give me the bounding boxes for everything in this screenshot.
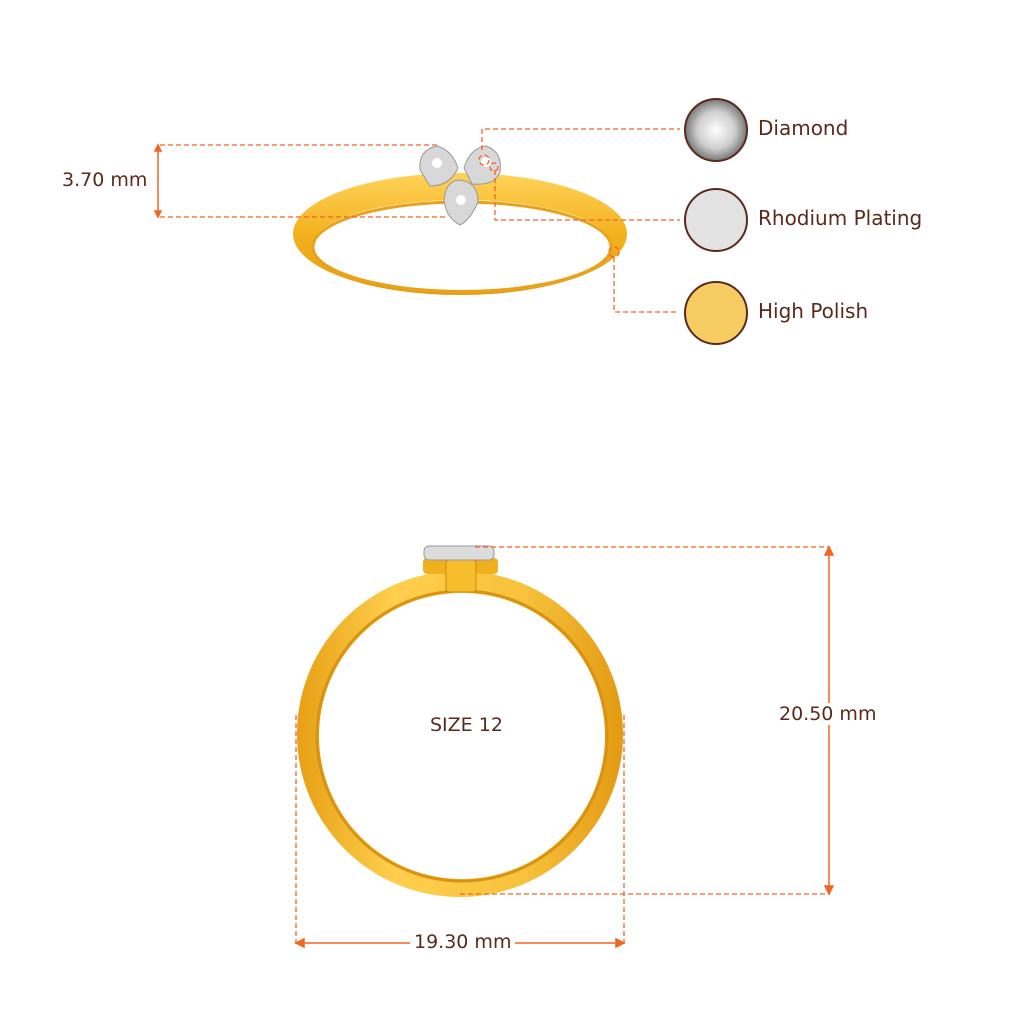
leader-lines [160,128,830,945]
dimension-width-label: 19.30 mm [410,931,516,953]
dimension-height-label: 3.70 mm [62,169,148,191]
legend-label-rhodium: Rhodium Plating [758,206,923,230]
clover-diamond-setting [419,145,501,226]
rhodium-swatch-icon [684,188,748,252]
gold-swatch-icon [684,281,748,345]
legend-swatches [684,98,748,345]
legend-label-high-polish: High Polish [758,299,869,323]
diamond-swatch-icon [684,98,748,162]
dimension-outer-height-label: 20.50 mm [779,703,877,725]
ring-top-view [293,145,627,295]
ring-size-label: SIZE 12 [430,714,503,736]
legend-label-diamond: Diamond [758,116,849,140]
